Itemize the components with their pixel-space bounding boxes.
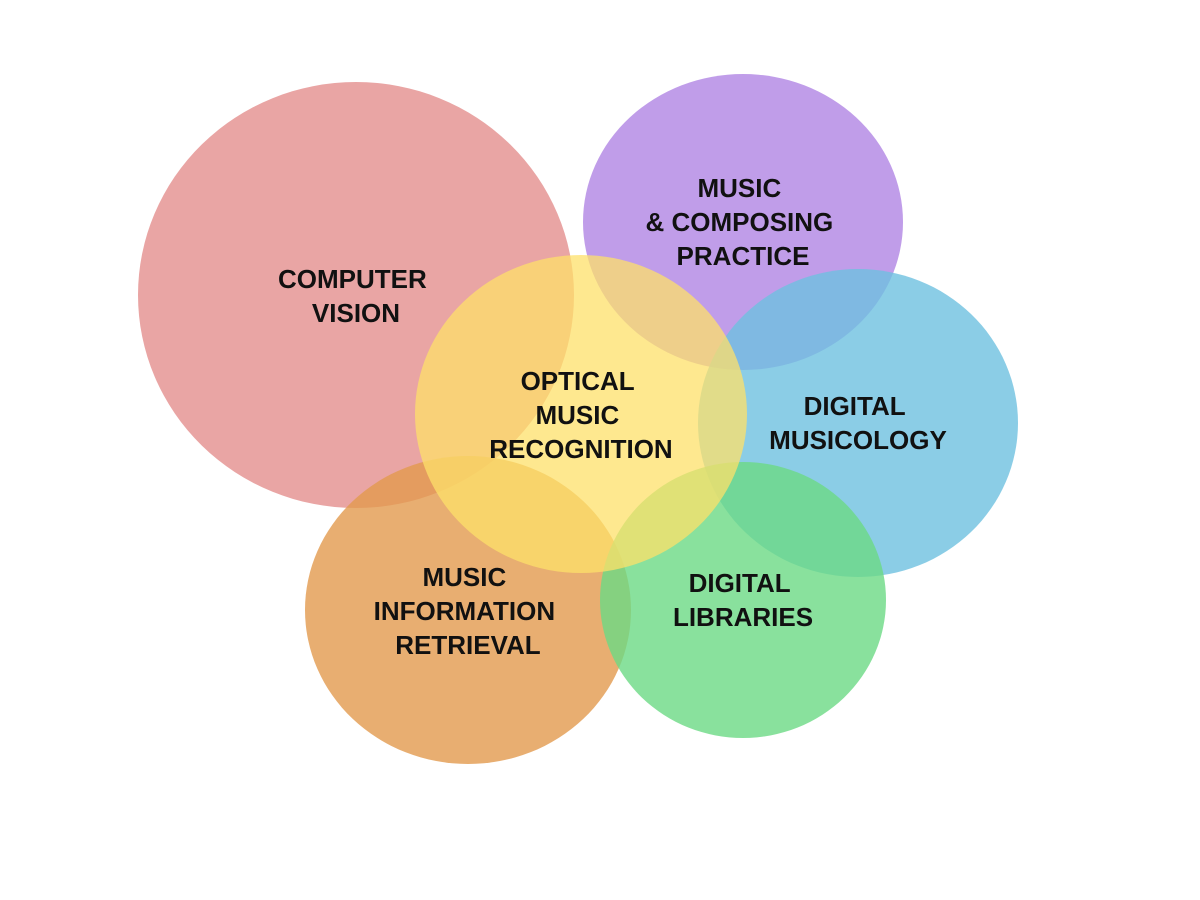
bubble-music-information-retrieval-line-3: RETRIEVAL [395, 630, 541, 660]
bubble-optical-music-recognition-label: OPTICAL MUSIC RECOGNITION [489, 366, 672, 464]
bubble-music-information-retrieval-label: MUSIC INFORMATION RETRIEVAL [374, 562, 563, 660]
bubble-optical-music-recognition-line-2: MUSIC [535, 400, 619, 430]
bubble-optical-music-recognition-line-1: OPTICAL [521, 366, 635, 396]
bubble-music-composing-practice-line-1: MUSIC [697, 173, 781, 203]
bubble-computer-vision-line-1: COMPUTER [278, 264, 427, 294]
bubble-optical-music-recognition: OPTICAL MUSIC RECOGNITION [415, 255, 747, 573]
bubble-optical-music-recognition-circle [415, 255, 747, 573]
bubble-digital-libraries-line-1: DIGITAL [689, 568, 791, 598]
bubble-music-composing-practice-label: MUSIC & COMPOSING PRACTICE [645, 173, 840, 271]
bubble-computer-vision-line-2: VISION [312, 298, 400, 328]
bubble-digital-musicology-label: DIGITAL MUSICOLOGY [769, 391, 947, 455]
bubble-digital-musicology-line-1: DIGITAL [804, 391, 906, 421]
bubble-digital-libraries-label: DIGITAL LIBRARIES [673, 568, 813, 632]
bubble-digital-musicology-line-2: MUSICOLOGY [769, 425, 947, 455]
bubble-optical-music-recognition-line-3: RECOGNITION [489, 434, 672, 464]
bubble-music-composing-practice-line-3: PRACTICE [677, 241, 810, 271]
bubble-music-information-retrieval-line-1: MUSIC [422, 562, 506, 592]
bubble-digital-libraries-line-2: LIBRARIES [673, 602, 813, 632]
bubble-music-information-retrieval-line-2: INFORMATION [374, 596, 556, 626]
bubble-computer-vision-label: COMPUTER VISION [278, 264, 434, 328]
bubble-music-composing-practice-line-2: & COMPOSING [645, 207, 833, 237]
